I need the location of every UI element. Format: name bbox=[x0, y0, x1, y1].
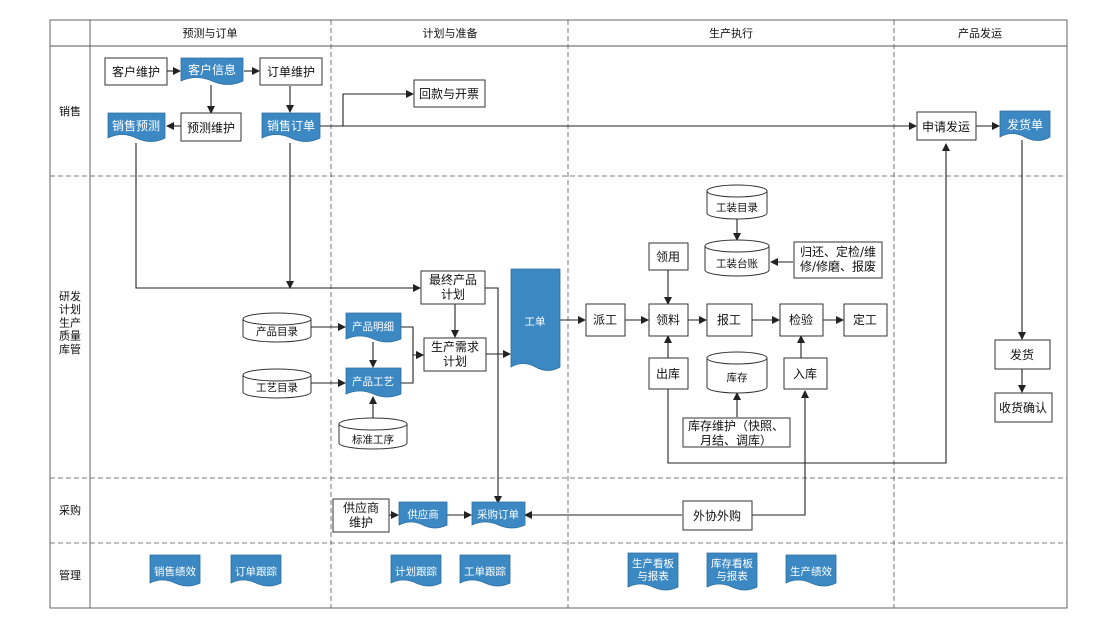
node-final-plan[interactable]: 最终产品计划 bbox=[420, 270, 486, 305]
svg-text:外协外购: 外协外购 bbox=[693, 508, 741, 523]
node-ship-doc[interactable]: 发货单 bbox=[999, 110, 1051, 141]
svg-text:客户信息: 客户信息 bbox=[188, 62, 236, 77]
svg-text:入库: 入库 bbox=[793, 366, 817, 381]
node-outsource[interactable]: 外协外购 bbox=[682, 500, 753, 531]
svg-text:回款与开票: 回款与开票 bbox=[419, 87, 479, 101]
svg-text:报工: 报工 bbox=[717, 312, 741, 327]
node-sales-perf[interactable]: 销售绩效 bbox=[149, 554, 201, 587]
column-header-production: 生产执行 bbox=[709, 26, 753, 40]
lane-label-rd-plan: 研发计划生产质量库管 bbox=[59, 289, 81, 356]
node-payment-invoice[interactable]: 回款与开票 bbox=[413, 79, 486, 108]
svg-text:生产需求计划: 生产需求计划 bbox=[431, 340, 479, 368]
column-header-plan-prepare: 计划与准备 bbox=[423, 26, 478, 40]
node-pick-material[interactable]: 领料 bbox=[648, 303, 689, 337]
svg-text:生产绩效: 生产绩效 bbox=[790, 565, 832, 578]
node-collect[interactable]: 领用 bbox=[648, 242, 689, 271]
node-prod-board[interactable]: 生产看板与报表 bbox=[627, 552, 679, 591]
svg-text:发货单: 发货单 bbox=[1007, 117, 1043, 132]
svg-text:库存看板与报表: 库存看板与报表 bbox=[711, 557, 753, 583]
svg-text:产品明细: 产品明细 bbox=[352, 320, 394, 333]
node-supplier[interactable]: 供应商 bbox=[398, 501, 448, 529]
node-plan-track[interactable]: 计划跟踪 bbox=[390, 554, 442, 587]
node-tool-return[interactable]: 归还、定检/维修/修磨、报废 bbox=[793, 241, 883, 279]
node-out-stock[interactable]: 出库 bbox=[648, 357, 689, 390]
svg-text:库存: 库存 bbox=[727, 371, 748, 384]
node-prod-demand[interactable]: 生产需求计划 bbox=[423, 337, 487, 372]
node-customer-info[interactable]: 客户信息 bbox=[180, 57, 244, 85]
svg-text:检验: 检验 bbox=[789, 312, 813, 327]
svg-text:标准工序: 标准工序 bbox=[352, 433, 394, 446]
node-supplier-maint[interactable]: 供应商维护 bbox=[332, 498, 390, 533]
column-header-shipping: 产品发运 bbox=[958, 26, 1002, 40]
connectors bbox=[135, 67, 1026, 519]
svg-text:销售订单: 销售订单 bbox=[267, 118, 315, 133]
node-inspect[interactable]: 检验 bbox=[779, 303, 824, 337]
svg-text:工单跟踪: 工单跟踪 bbox=[464, 565, 506, 578]
node-dispatch[interactable]: 派工 bbox=[585, 303, 626, 337]
node-stock-board[interactable]: 库存看板与报表 bbox=[706, 552, 758, 591]
svg-text:发货: 发货 bbox=[1010, 347, 1034, 362]
node-order-maint[interactable]: 订单维护 bbox=[259, 57, 323, 86]
lane-label-purchase: 采购 bbox=[59, 503, 81, 517]
node-deliver[interactable]: 发货 bbox=[994, 339, 1051, 370]
node-forecast-maint[interactable]: 预测维护 bbox=[180, 112, 242, 142]
node-process-catalog[interactable]: 工艺目录 bbox=[242, 368, 312, 399]
svg-text:采购订单: 采购订单 bbox=[477, 508, 519, 521]
node-prod-catalog[interactable]: 产品目录 bbox=[242, 312, 312, 343]
svg-text:预测维护: 预测维护 bbox=[187, 121, 235, 135]
svg-text:供应商维护: 供应商维护 bbox=[343, 500, 379, 529]
node-report-work[interactable]: 报工 bbox=[706, 303, 753, 337]
svg-text:客户维护: 客户维护 bbox=[112, 64, 160, 79]
svg-text:产品工艺: 产品工艺 bbox=[352, 375, 394, 388]
node-stock-maint[interactable]: 库存维护（快照、月结、调库） bbox=[682, 417, 791, 448]
svg-text:生产看板与报表: 生产看板与报表 bbox=[632, 557, 674, 583]
node-prod-process[interactable]: 产品工艺 bbox=[345, 367, 402, 398]
node-apply-ship[interactable]: 申请发运 bbox=[916, 111, 977, 141]
node-purchase-order[interactable]: 采购订单 bbox=[471, 501, 526, 529]
svg-text:订单跟踪: 订单跟踪 bbox=[235, 565, 277, 578]
node-receipt-confirm[interactable]: 收货确认 bbox=[994, 392, 1053, 423]
lane-label-management: 管理 bbox=[59, 568, 81, 582]
node-finalize[interactable]: 定工 bbox=[843, 303, 888, 337]
svg-text:收货确认: 收货确认 bbox=[999, 400, 1047, 415]
node-work-order[interactable]: 工单 bbox=[510, 268, 561, 371]
svg-text:领料: 领料 bbox=[656, 313, 680, 327]
node-in-stock[interactable]: 入库 bbox=[783, 357, 828, 390]
node-order-track[interactable]: 订单跟踪 bbox=[230, 554, 282, 587]
svg-text:工装台账: 工装台账 bbox=[716, 257, 758, 270]
svg-text:库存维护（快照、月结、调库）: 库存维护（快照、月结、调库） bbox=[688, 418, 784, 447]
svg-text:订单维护: 订单维护 bbox=[267, 65, 315, 79]
swimlane-grid bbox=[49, 19, 1068, 609]
node-sales-forecast[interactable]: 销售预测 bbox=[107, 112, 166, 142]
node-prod-perf[interactable]: 生产绩效 bbox=[785, 554, 837, 587]
svg-text:归还、定检/维修/修磨、报废: 归还、定检/维修/修磨、报废 bbox=[800, 244, 876, 273]
node-work-track[interactable]: 工单跟踪 bbox=[459, 554, 511, 587]
lane-label-sales: 销售 bbox=[59, 104, 81, 118]
svg-text:工单: 工单 bbox=[525, 316, 546, 328]
svg-text:计划跟踪: 计划跟踪 bbox=[395, 565, 437, 578]
svg-text:定工: 定工 bbox=[853, 312, 877, 327]
node-customer-maint[interactable]: 客户维护 bbox=[104, 57, 168, 86]
column-header-forecast-order: 预测与订单 bbox=[183, 27, 238, 40]
node-prod-detail[interactable]: 产品明细 bbox=[345, 312, 402, 343]
svg-text:工装目录: 工装目录 bbox=[716, 201, 758, 214]
node-tool-catalog[interactable]: 工装目录 bbox=[706, 184, 768, 220]
svg-text:销售绩效: 销售绩效 bbox=[154, 565, 196, 578]
node-tool-ledger[interactable]: 工装台账 bbox=[704, 239, 770, 277]
svg-text:供应商: 供应商 bbox=[407, 508, 439, 521]
svg-text:申请发运: 申请发运 bbox=[922, 119, 970, 134]
svg-text:销售预测: 销售预测 bbox=[112, 118, 160, 133]
node-stock[interactable]: 库存 bbox=[706, 351, 768, 394]
svg-text:工艺目录: 工艺目录 bbox=[256, 382, 298, 394]
svg-text:出库: 出库 bbox=[656, 366, 680, 381]
node-std-process[interactable]: 标准工序 bbox=[338, 417, 408, 450]
svg-text:产品目录: 产品目录 bbox=[256, 325, 298, 338]
svg-text:派工: 派工 bbox=[593, 313, 617, 327]
svg-text:最终产品计划: 最终产品计划 bbox=[429, 272, 477, 301]
svg-text:领用: 领用 bbox=[656, 250, 680, 264]
node-sales-order[interactable]: 销售订单 bbox=[261, 112, 321, 142]
